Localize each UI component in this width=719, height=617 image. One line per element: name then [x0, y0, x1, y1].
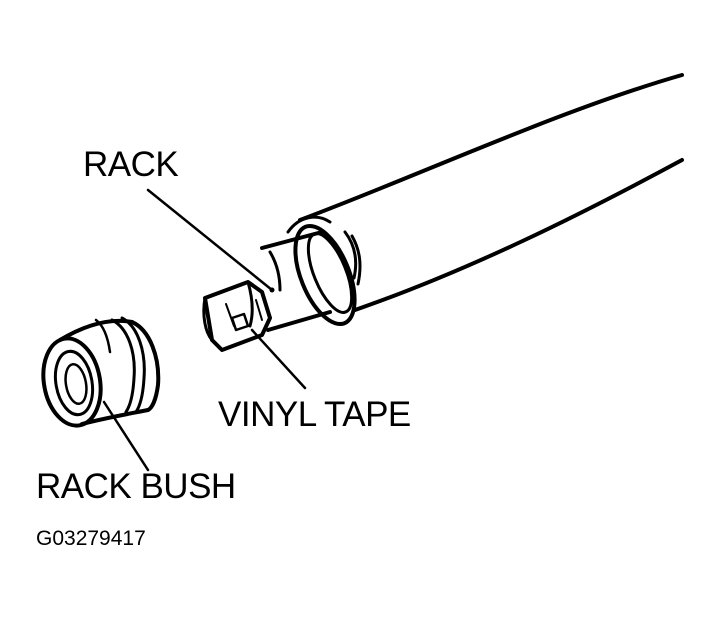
rack-leader-line [146, 188, 274, 292]
rack-leader-dot [269, 287, 275, 293]
rack-shaft [260, 230, 332, 332]
figure-id-label: G03279417 [36, 527, 146, 550]
rack-bush-label: RACK BUSH [36, 467, 236, 506]
rack-label: RACK [83, 145, 178, 184]
leader-lines [102, 188, 307, 472]
vinyl-tape-leader-line [250, 328, 307, 390]
vinyl-tape-label: VINYL TAPE [218, 395, 411, 434]
rack-bush-leader-line [102, 400, 150, 472]
rack-housing-tube [286, 73, 684, 312]
rack-bush-part [41, 316, 161, 428]
rack-end-with-vinyl-tape [202, 280, 272, 352]
